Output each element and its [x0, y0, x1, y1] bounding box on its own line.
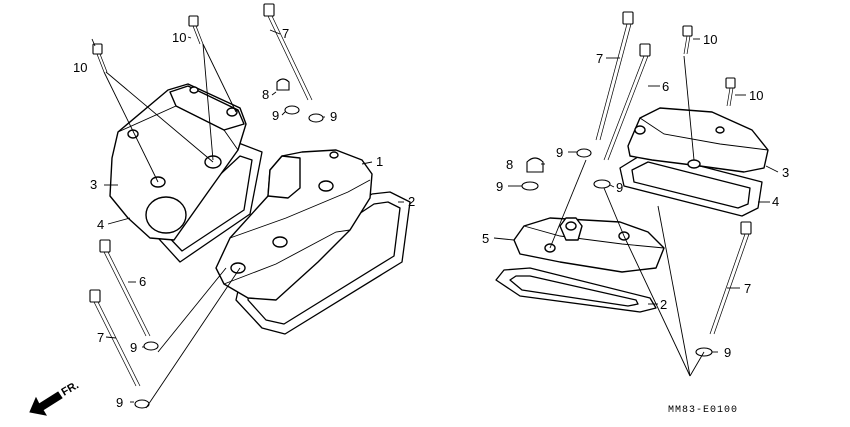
callout-l-cover-right: 1 — [376, 154, 383, 169]
right-top-cylinder-cover — [627, 107, 769, 173]
right-cylinder-head-cover — [215, 149, 373, 301]
callout-r-bolt7-long: 7 — [596, 51, 603, 66]
callout-l-bolt7-top: 7 — [282, 26, 289, 41]
callout-r-gasket-top: 4 — [772, 194, 779, 209]
callout-r-wash9-b: 9 — [496, 179, 503, 194]
callout-r-nut8: 8 — [506, 157, 513, 172]
callout-l-cover-left: 3 — [90, 177, 97, 192]
left-cap-nut-8 — [276, 78, 290, 91]
callout-r-wash9-a: 9 — [556, 145, 563, 160]
right-washer-9c — [593, 179, 611, 189]
front-direction-arrow — [29, 391, 63, 416]
left-bolt-10a — [92, 43, 108, 73]
callout-r-bolt7-low: 7 — [744, 281, 751, 296]
callout-r-bolt10-b: 10 — [749, 88, 763, 103]
right-cap-nut-8 — [526, 157, 544, 173]
callout-l-bolt10-a: 10 — [73, 60, 87, 75]
left-cylinder-head-cover — [109, 83, 247, 241]
callout-l-nut8: 8 — [262, 87, 269, 102]
callout-l-wash9-c: 9 — [130, 340, 137, 355]
callout-l-wash9-a: 9 — [272, 108, 279, 123]
right-bolt-10a — [682, 25, 693, 55]
left-washer-9a — [284, 105, 300, 115]
left-washer-9b — [308, 113, 324, 123]
right-washer-9b — [521, 181, 539, 191]
callout-l-bolt7-low: 7 — [97, 330, 104, 345]
right-front-gasket — [495, 267, 657, 313]
callout-l-bolt6: 6 — [139, 274, 146, 289]
callout-r-cover-front: 5 — [482, 231, 489, 246]
callout-l-wash9-d: 9 — [116, 395, 123, 410]
callout-r-cover-top: 3 — [782, 165, 789, 180]
left-bolt-10b — [188, 15, 204, 45]
left-leader-lines — [91, 29, 404, 409]
callout-r-wash9-c: 9 — [616, 180, 623, 195]
callout-l-gasket-right: 2 — [408, 194, 415, 209]
right-bolt-6 — [603, 43, 651, 161]
right-bolt-7-long — [595, 11, 634, 141]
callout-l-wash9-b: 9 — [330, 109, 337, 124]
right-front-cylinder-cover — [513, 217, 665, 273]
right-bolt-7-low — [709, 221, 752, 335]
left-washer-9c — [143, 341, 159, 351]
callout-r-bolt10-a: 10 — [703, 32, 717, 47]
callout-l-bolt10-b: 10 — [172, 30, 186, 45]
callout-r-bolt6: 6 — [662, 79, 669, 94]
right-leader-lines — [493, 38, 779, 377]
callout-r-wash9-low: 9 — [724, 345, 731, 360]
callout-l-gasket-left: 4 — [97, 217, 104, 232]
left-bolt-6 — [99, 239, 151, 337]
left-bolt-7-top — [263, 3, 313, 101]
direction-label: FR. — [60, 379, 81, 398]
drawing-code: MM83-E0100 — [668, 405, 738, 416]
callout-labels: 3 4 1 2 6 7 7 10 10 8 9 9 9 9 3 4 5 2 7 … — [73, 26, 789, 410]
left-bolt-7-low — [89, 289, 141, 387]
right-washer-9a — [576, 148, 592, 158]
right-bolt-10b — [725, 77, 736, 107]
callout-r-gasket-front: 2 — [660, 297, 667, 312]
